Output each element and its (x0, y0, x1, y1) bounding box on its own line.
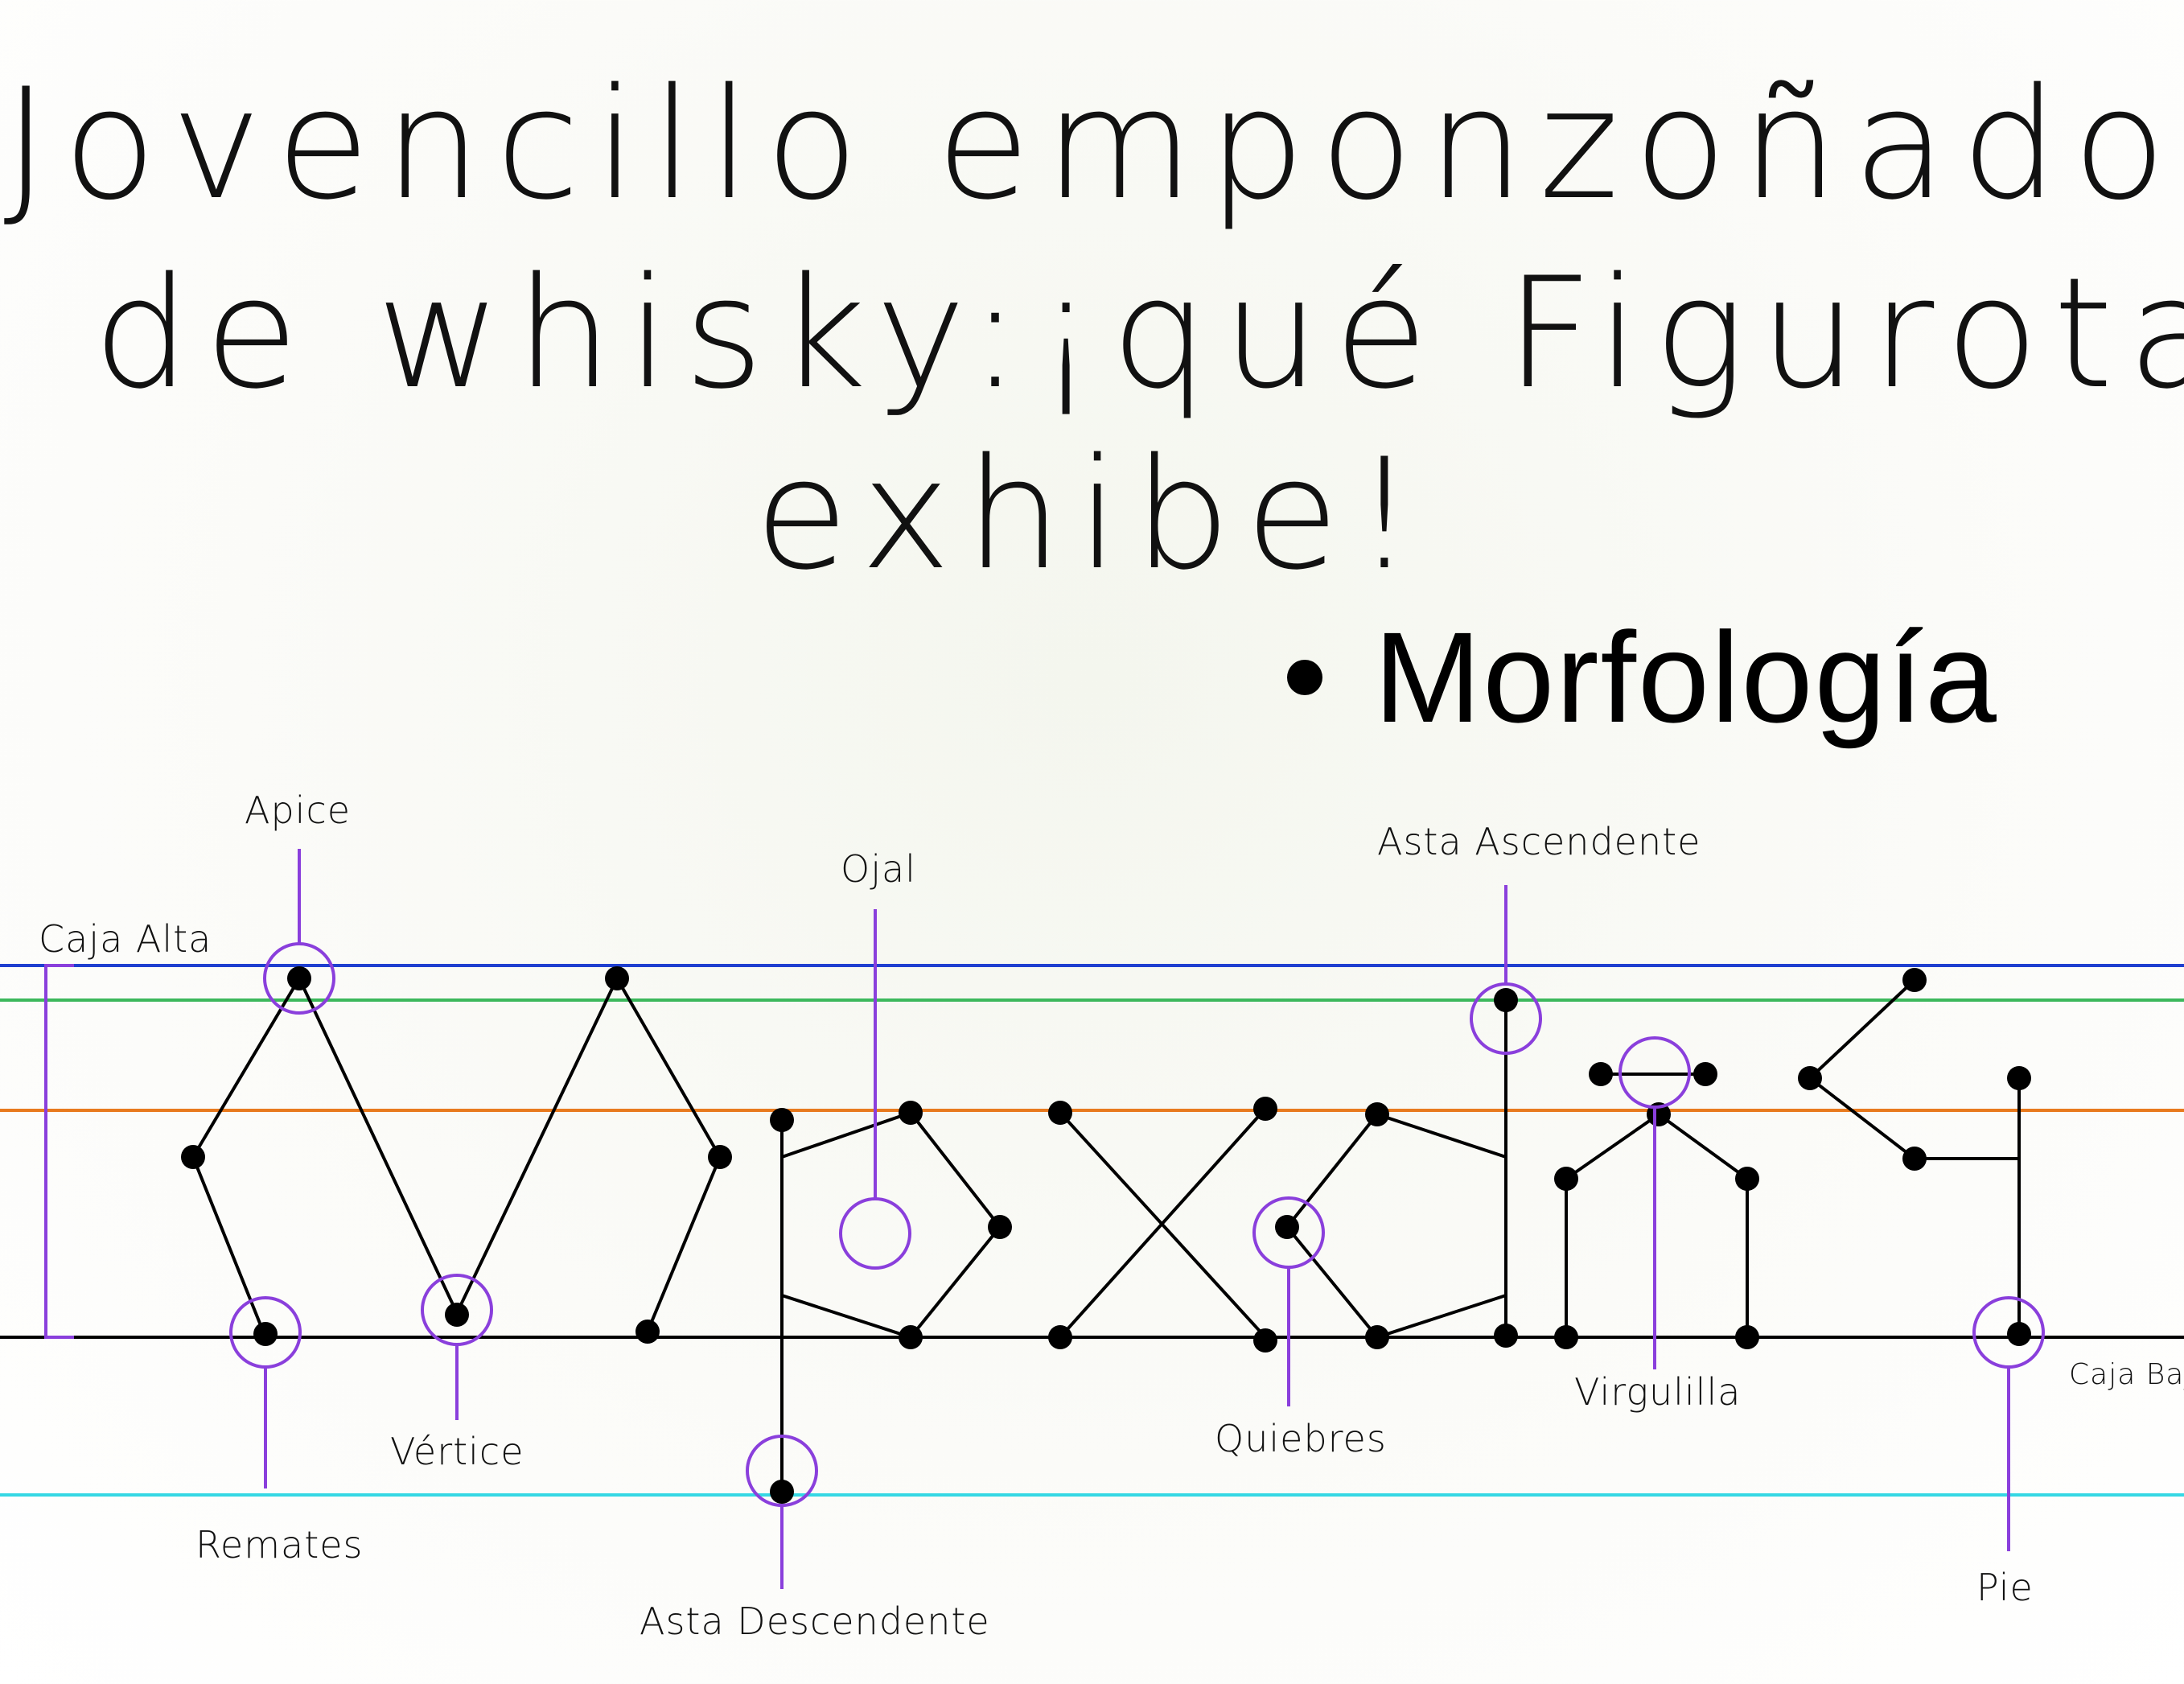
node (1365, 1325, 1389, 1349)
node (1253, 1097, 1277, 1121)
node (1253, 1328, 1277, 1353)
specimen-glyphs (191, 974, 2021, 1495)
label-caja-alta: Caja Alta (39, 917, 212, 961)
node (1902, 968, 1927, 992)
node (708, 1145, 732, 1169)
node (635, 1320, 660, 1344)
glyph-m (191, 974, 722, 1338)
node (1798, 1066, 1822, 1090)
node (1275, 1215, 1299, 1239)
node (899, 1325, 923, 1349)
node (1494, 1324, 1518, 1348)
node (2007, 1066, 2031, 1090)
pangram-line-1: Jovencillo emponzoñado (3, 56, 2181, 233)
node (445, 1303, 469, 1327)
node (1365, 1102, 1389, 1126)
node (899, 1101, 923, 1125)
node (181, 1145, 205, 1169)
label-asta-ascendente: Asta Ascendente (1377, 820, 1701, 863)
node (1693, 1062, 1717, 1086)
heading-text: Morfología (1374, 605, 1998, 749)
label-virgulilla: Virgulilla (1574, 1370, 1741, 1414)
node (1902, 1147, 1927, 1171)
pangram-line-2: de whisky:¡qué Figurota (93, 245, 2184, 422)
label-vertice: Vértice (390, 1430, 524, 1473)
glyph-p-bowl (781, 1110, 1002, 1340)
node (770, 1108, 794, 1132)
node (1554, 1325, 1578, 1349)
node (2007, 1322, 2031, 1346)
node (605, 966, 629, 990)
annotation-markers (229, 849, 2045, 1589)
ojal-marker (839, 1197, 911, 1270)
caja-alta-bracket (44, 964, 74, 1339)
label-asta-descendente: Asta Descendente (640, 1600, 990, 1643)
node (988, 1215, 1012, 1239)
section-heading: Morfología (1287, 603, 1998, 751)
node (770, 1480, 794, 1504)
node (1048, 1101, 1072, 1125)
label-remates: Remates (195, 1523, 364, 1567)
label-quiebres: Quiebres (1215, 1417, 1387, 1460)
node (1589, 1062, 1613, 1086)
glyph-nodes (181, 966, 2031, 1504)
pangram-line-3: exhibe! (755, 426, 1429, 603)
glyph-x-b (1059, 1107, 1267, 1339)
node (1048, 1325, 1072, 1349)
node (253, 1322, 278, 1346)
node (1735, 1167, 1759, 1191)
label-pie: Pie (1976, 1566, 2034, 1609)
label-apice: Apice (245, 788, 351, 832)
label-caja-baja: Caja Baja (2069, 1358, 2184, 1391)
node (1735, 1325, 1759, 1349)
label-ojal: Ojal (841, 847, 916, 891)
node (287, 966, 311, 990)
node (1494, 988, 1518, 1012)
glyph-n (1565, 1112, 1749, 1337)
bullet-icon (1287, 660, 1322, 695)
node (1554, 1167, 1578, 1191)
glyph-d-bowl (1285, 1112, 1507, 1340)
glyph-four (1807, 978, 2019, 1160)
